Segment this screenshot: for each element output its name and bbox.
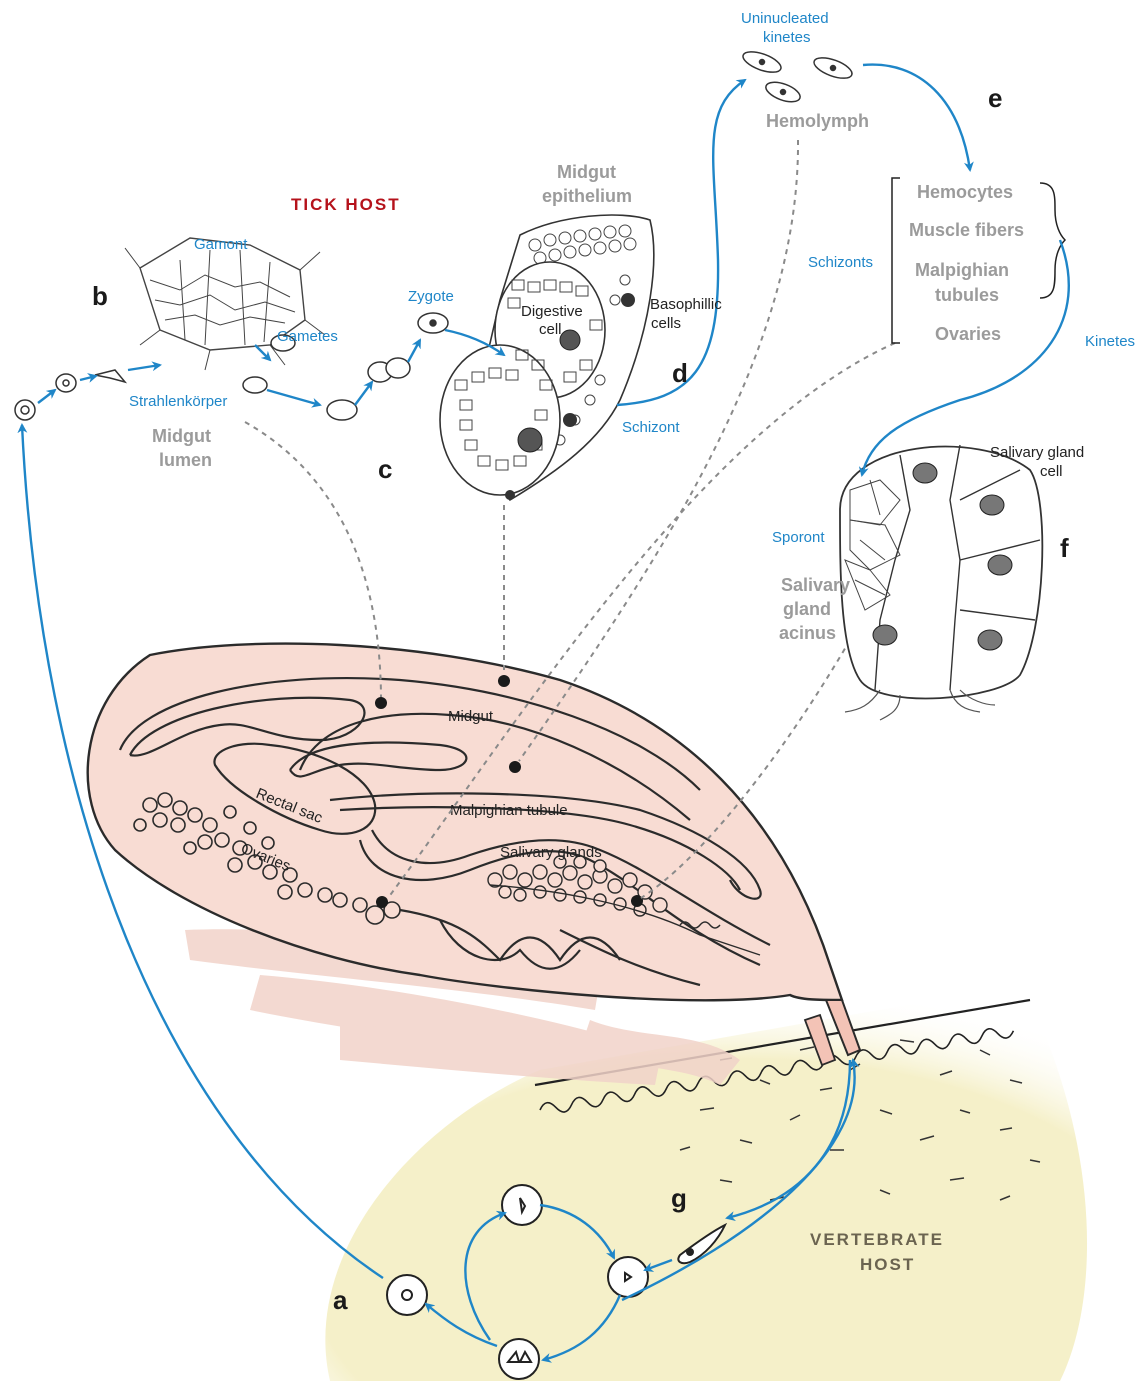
label-schizont: Schizont: [622, 419, 680, 436]
label-zygote: Zygote: [408, 288, 454, 305]
label-uninucleated-line1: Uninucleated: [741, 10, 829, 27]
label-uninucleated-line2: kinetes: [763, 29, 811, 46]
schizonts-bracket-left: [892, 178, 900, 343]
panel-letter-g: g: [671, 1183, 687, 1213]
dot-midgut-lumen: [375, 697, 387, 709]
label-salivary-cell-line2: cell: [1040, 463, 1063, 480]
label-digestive-cell-line2: cell: [539, 321, 562, 338]
salivary-gland-acinus: [840, 445, 1042, 720]
label-midgut-lumen-line1: Midgut: [152, 426, 211, 446]
label-midgut-lumen-line2: lumen: [159, 450, 212, 470]
vertebrate-host-title-line1: VERTEBRATE: [810, 1230, 944, 1249]
strahlenkorper-stages: [15, 370, 125, 420]
label-ovaries-tissue: Ovaries: [935, 324, 1001, 344]
tick-host-title: TICK HOST: [291, 195, 401, 214]
label-malpighian-line2: tubules: [935, 285, 999, 305]
panel-letter-d: d: [672, 358, 688, 388]
organ-label-malpighian-tubule: Malpighian tubule: [450, 802, 568, 819]
label-muscle-fibers: Muscle fibers: [909, 220, 1024, 240]
label-salivary-acinus-line2: gland: [783, 599, 831, 619]
label-midgut-epithelium-line2: epithelium: [542, 186, 632, 206]
panel-letter-a: a: [333, 1285, 348, 1315]
panel-letter-b: b: [92, 281, 108, 311]
label-basophilic-line2: cells: [651, 315, 681, 332]
midgut-epithelium-cells: [440, 215, 654, 500]
label-gametes: Gametes: [277, 328, 338, 345]
tick-body: [88, 644, 860, 1065]
organ-label-midgut: Midgut: [448, 708, 494, 725]
label-strahlenkorper: Strahlenkörper: [129, 393, 227, 410]
label-digestive-cell-line1: Digestive: [521, 303, 583, 320]
gametes: [243, 313, 448, 420]
uninucleated-kinetes: [740, 48, 854, 106]
label-hemocytes: Hemocytes: [917, 182, 1013, 202]
label-basophilic-line1: Basophillic: [650, 296, 722, 313]
panel-letter-c: c: [378, 454, 392, 484]
panel-letter-f: f: [1060, 533, 1069, 563]
organ-label-salivary-glands: Salivary glands: [500, 844, 602, 861]
panel-letter-e: e: [988, 83, 1002, 113]
vertebrate-host-title-line2: HOST: [860, 1255, 915, 1274]
label-kinetes: Kinetes: [1085, 333, 1135, 350]
label-malpighian-line1: Malpighian: [915, 260, 1009, 280]
dot-ovaries: [376, 896, 388, 908]
label-sporont: Sporont: [772, 529, 825, 546]
label-salivary-acinus-line3: acinus: [779, 623, 836, 643]
label-salivary-acinus-line1: Salivary: [781, 575, 850, 595]
label-midgut-epithelium-line1: Midgut: [557, 162, 616, 182]
label-hemolymph: Hemolymph: [766, 111, 869, 131]
gamont-cluster: [125, 238, 325, 370]
label-salivary-cell-line1: Salivary gland: [990, 444, 1084, 461]
label-schizonts: Schizonts: [808, 254, 873, 271]
dot-malpighian: [509, 761, 521, 773]
label-gamont: Gamont: [194, 236, 248, 253]
dot-midgut-epithelium: [498, 675, 510, 687]
